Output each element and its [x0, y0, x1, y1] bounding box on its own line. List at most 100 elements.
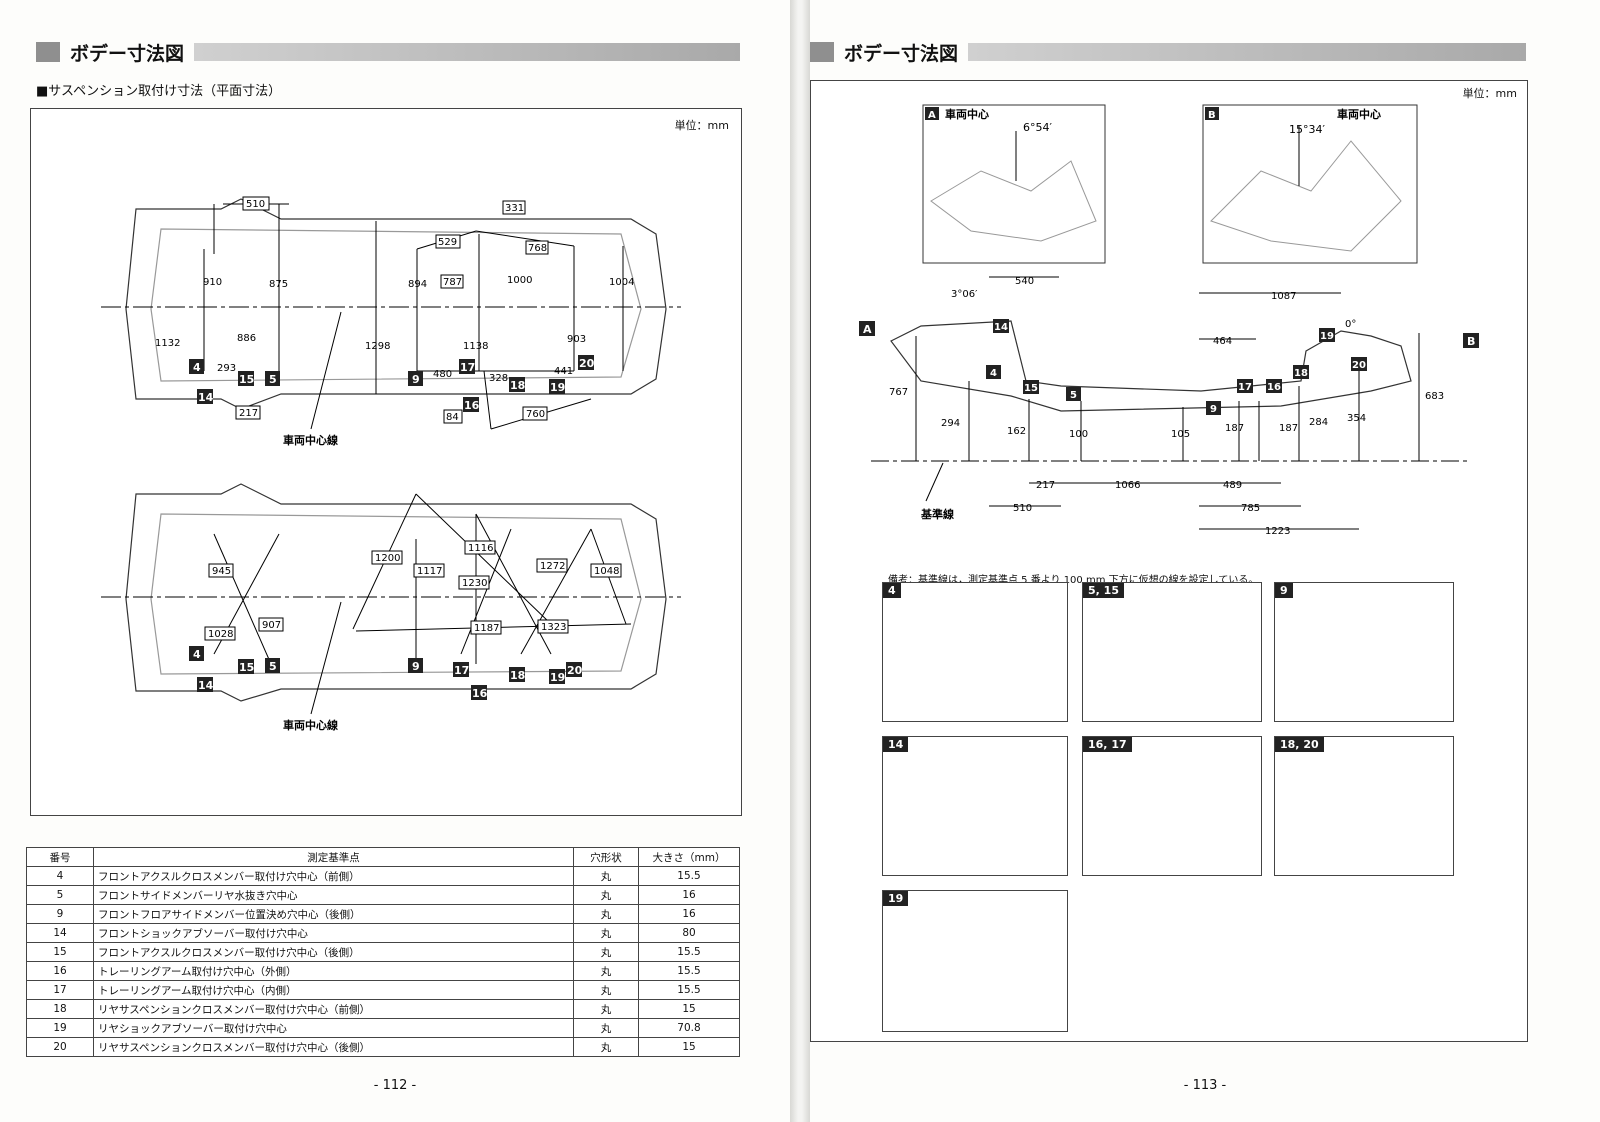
dim-label: 100	[1069, 429, 1088, 440]
inset-a: A 車両中心 6°54′	[922, 104, 1106, 264]
inset-a-label: 車両中心	[945, 107, 989, 121]
marker-19: 19	[550, 381, 565, 394]
dim-label: 354	[1347, 413, 1366, 424]
svg-text:19: 19	[1320, 331, 1334, 342]
table-header-row: 番号 測定基準点 穴形状 大きさ（mm）	[26, 847, 740, 867]
view-a-tag: A	[863, 323, 872, 336]
svg-text:20: 20	[1352, 360, 1366, 371]
view-b-tag: B	[1467, 335, 1475, 348]
dim-label: 1087	[1271, 291, 1296, 302]
bottom-dimension-labels: 1200 1116 1117 1272 1048 945 1230 907 10…	[204, 540, 622, 641]
dim-label: 945	[212, 566, 231, 577]
plan-diagram-panel: 単位：mm 車両中心線 車両中心線	[30, 108, 742, 816]
dim-label: 510	[1013, 503, 1032, 514]
dim-label: 1323	[541, 622, 566, 633]
dim-label: 441	[554, 366, 573, 377]
base-line-label: 基準線	[920, 507, 954, 521]
dim-label: 1004	[609, 277, 634, 288]
car-outline-bottom	[125, 483, 667, 702]
marker-20: 20	[579, 357, 595, 370]
dim-label: 1298	[365, 341, 390, 352]
dim-label: 331	[505, 203, 524, 214]
marker-16: 16	[464, 399, 480, 412]
col-header: 穴形状	[573, 847, 639, 867]
car-outline-top-inner	[150, 228, 642, 382]
dim-label: 1132	[155, 338, 180, 349]
marker-9: 9	[412, 373, 420, 386]
marker-17: 17	[454, 664, 469, 677]
dim-label: 903	[567, 334, 586, 345]
marker-15: 15	[239, 661, 254, 674]
page-title: ボデー寸法図	[70, 42, 185, 65]
marker-19: 19	[550, 671, 565, 684]
dim-label: 187	[1225, 423, 1244, 434]
marker-4: 4	[193, 361, 201, 374]
dim-label: 328	[489, 373, 508, 384]
dim-label: 1230	[462, 578, 487, 589]
detail-19: 19	[882, 890, 1068, 1032]
detail-16-17: 16, 17	[1082, 736, 1262, 876]
detail-14: 14	[882, 736, 1068, 876]
dim-label: 217	[1036, 480, 1055, 491]
dim-label: 1272	[540, 561, 565, 572]
book-gutter	[790, 0, 810, 1122]
dim-label: 217	[239, 408, 258, 419]
dim-label: 760	[526, 409, 545, 420]
dim-label: 284	[1309, 417, 1328, 428]
dim-label: 894	[408, 279, 427, 290]
svg-text:14: 14	[994, 322, 1008, 333]
dim-label: 162	[1007, 426, 1026, 437]
unit-label: 単位：mm	[674, 119, 729, 132]
detail-5-15: 5, 15	[1082, 582, 1262, 722]
dim-label: 187	[1279, 423, 1298, 434]
col-header: 測定基準点	[93, 847, 574, 867]
page-number: - 112 -	[373, 1078, 417, 1093]
svg-text:5: 5	[1070, 390, 1077, 401]
dim-label: 907	[262, 620, 281, 631]
marker-9: 9	[412, 660, 420, 673]
inset-b-tag: B	[1208, 110, 1216, 121]
side-body-outline	[890, 320, 1412, 412]
marker-14: 14	[198, 679, 214, 692]
inset-b-angle: 15°34′	[1289, 123, 1325, 136]
marker-14: 14	[198, 391, 214, 404]
dim-label: 768	[528, 243, 547, 254]
base-line-note: 備考：基準線は，測定基準点 5 番より 100 mm 下方に仮想の線を設定してい…	[888, 575, 1259, 586]
dim-label: 1223	[1265, 526, 1290, 537]
dim-label: 1048	[594, 566, 619, 577]
dim-label: 787	[443, 277, 462, 288]
detail-4: 4	[882, 582, 1068, 722]
dim-label: 767	[889, 387, 908, 398]
car-outline-bottom-inner	[150, 513, 642, 675]
marker-5: 5	[269, 660, 277, 673]
dim-label: 294	[941, 418, 960, 429]
detail-18-20: 18, 20	[1274, 736, 1454, 876]
dim-label: 1200	[375, 553, 400, 564]
header-block-icon	[810, 42, 834, 62]
col-header: 番号	[26, 847, 94, 867]
dim-label: 1117	[417, 566, 442, 577]
inset-a-angle: 6°54′	[1023, 121, 1052, 134]
dim-label: 293	[217, 363, 236, 374]
top-dimension-labels: 510 331 910 875 529 768 894 787 1000 100…	[155, 196, 634, 424]
page-title: ボデー寸法図	[844, 42, 959, 65]
marker-18: 18	[510, 669, 525, 682]
svg-text:16: 16	[1267, 382, 1281, 393]
plan-diagram: 車両中心線 車両中心線	[101, 196, 681, 732]
marker-4: 4	[193, 648, 201, 661]
dim-label: 1028	[208, 629, 233, 640]
dim-label: 3°06′	[951, 289, 978, 300]
side-diagram-panel: 単位：mm A 車両中心 6°54′ B 車両中心 15°34′	[810, 80, 1528, 1042]
dim-label: 886	[237, 333, 256, 344]
dim-label: 1066	[1115, 480, 1140, 491]
point-markers-bottom: 4 5 9 14 15 16 17 18 19 20	[189, 646, 583, 700]
